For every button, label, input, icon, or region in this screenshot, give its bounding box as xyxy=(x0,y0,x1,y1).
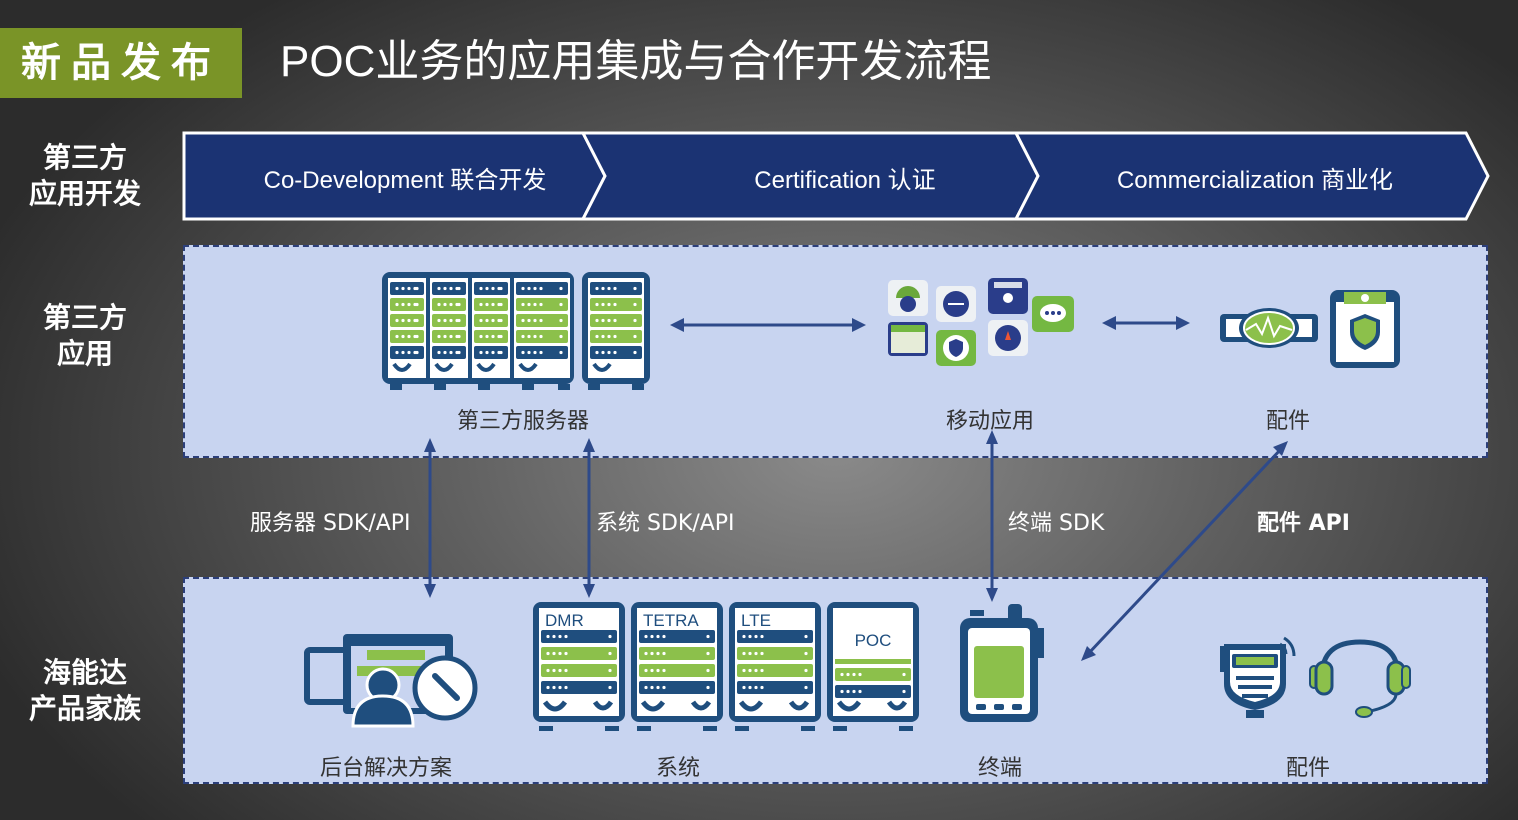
label-third-party-accessories: 配件 xyxy=(1265,409,1310,434)
label-system-sdk-api: 系统 SDK/API xyxy=(596,511,735,536)
step-label-co-development: Co-Development 联合开发 xyxy=(263,167,547,194)
system-tag-label: LTE xyxy=(741,611,771,630)
systems-rack-group: DMR TETRA LTE POC xyxy=(533,602,923,736)
compass-app-icon xyxy=(988,320,1028,356)
mobile-apps-icon-cluster xyxy=(888,278,1074,366)
headset-icon xyxy=(1309,639,1411,718)
system-rack-tetra: TETRA xyxy=(631,602,723,731)
label-server-sdk-api: 服务器 SDK/API xyxy=(250,511,411,536)
arrow-server-sdk xyxy=(424,438,436,598)
system-tag-label: POC xyxy=(855,631,892,650)
chat-app-icon xyxy=(1032,296,1074,332)
server-column xyxy=(430,278,468,378)
server-column xyxy=(588,278,644,378)
server-column xyxy=(388,278,426,378)
row-label-product-family: 海能达 产品家族 xyxy=(0,655,170,727)
arrow-apps-accessories xyxy=(1102,316,1190,330)
chevron-step-commercialization xyxy=(1013,131,1490,221)
arrow-servers-apps xyxy=(670,318,866,332)
page-title: POC业务的应用集成与合作开发流程 xyxy=(280,37,992,86)
voice-app-icon xyxy=(936,286,976,322)
system-rack-lte: LTE xyxy=(729,602,821,731)
label-mobile-apps: 移动应用 xyxy=(945,409,1034,434)
new-release-badge: 新品发布 xyxy=(0,28,242,98)
label-terminal: 终端 xyxy=(977,756,1022,781)
third-party-servers-icon xyxy=(382,272,650,390)
shield-app-icon xyxy=(936,330,976,366)
server-column xyxy=(514,278,570,378)
process-chevrons xyxy=(182,131,1490,221)
label-systems: 系统 xyxy=(655,756,700,781)
wristband-icon xyxy=(1220,308,1318,348)
row-label-third-party-apps: 第三方 应用 xyxy=(0,300,170,372)
calendar-app-icon xyxy=(888,322,928,356)
row-label-line: 海能达 xyxy=(42,656,127,689)
terminal-radio-icon xyxy=(960,604,1044,722)
system-tag-label: TETRA xyxy=(643,611,699,630)
server-column xyxy=(472,278,510,378)
pnkm-app-icon xyxy=(988,278,1028,314)
backend-solution-icon xyxy=(304,634,478,728)
arrow-system-sdk xyxy=(583,438,595,598)
system-rack-poc: POC xyxy=(827,602,919,731)
label-third-party-servers: 第三方服务器 xyxy=(456,409,589,434)
helmet-app-icon xyxy=(888,280,928,316)
row-label-line: 应用 xyxy=(56,337,113,370)
system-tag-label: DMR xyxy=(545,611,584,630)
speaker-mic-icon xyxy=(1220,636,1296,718)
row-label-line: 产品家族 xyxy=(28,692,141,725)
row-label-third-party-dev: 第三方 应用开发 xyxy=(0,140,170,212)
label-backend-solution: 后台解决方案 xyxy=(319,756,452,781)
system-rack-dmr: DMR xyxy=(533,602,625,731)
label-product-accessories: 配件 xyxy=(1285,756,1330,781)
row-label-line: 第三方 xyxy=(42,301,127,334)
system-racks: DMR TETRA LTE POC xyxy=(533,602,919,731)
product-accessories-icons xyxy=(1220,636,1411,718)
body-camera-icon xyxy=(1330,290,1400,368)
label-accessory-api: 配件 API xyxy=(1257,511,1350,536)
third-party-accessories-icons xyxy=(1220,290,1400,368)
step-label-commercialization: Commercialization 商业化 xyxy=(1116,167,1394,194)
step-label-certification: Certification 认证 xyxy=(754,167,936,194)
row-label-line: 应用开发 xyxy=(28,177,141,210)
label-terminal-sdk: 终端 SDK xyxy=(1008,511,1105,536)
row-label-line: 第三方 xyxy=(42,141,127,174)
